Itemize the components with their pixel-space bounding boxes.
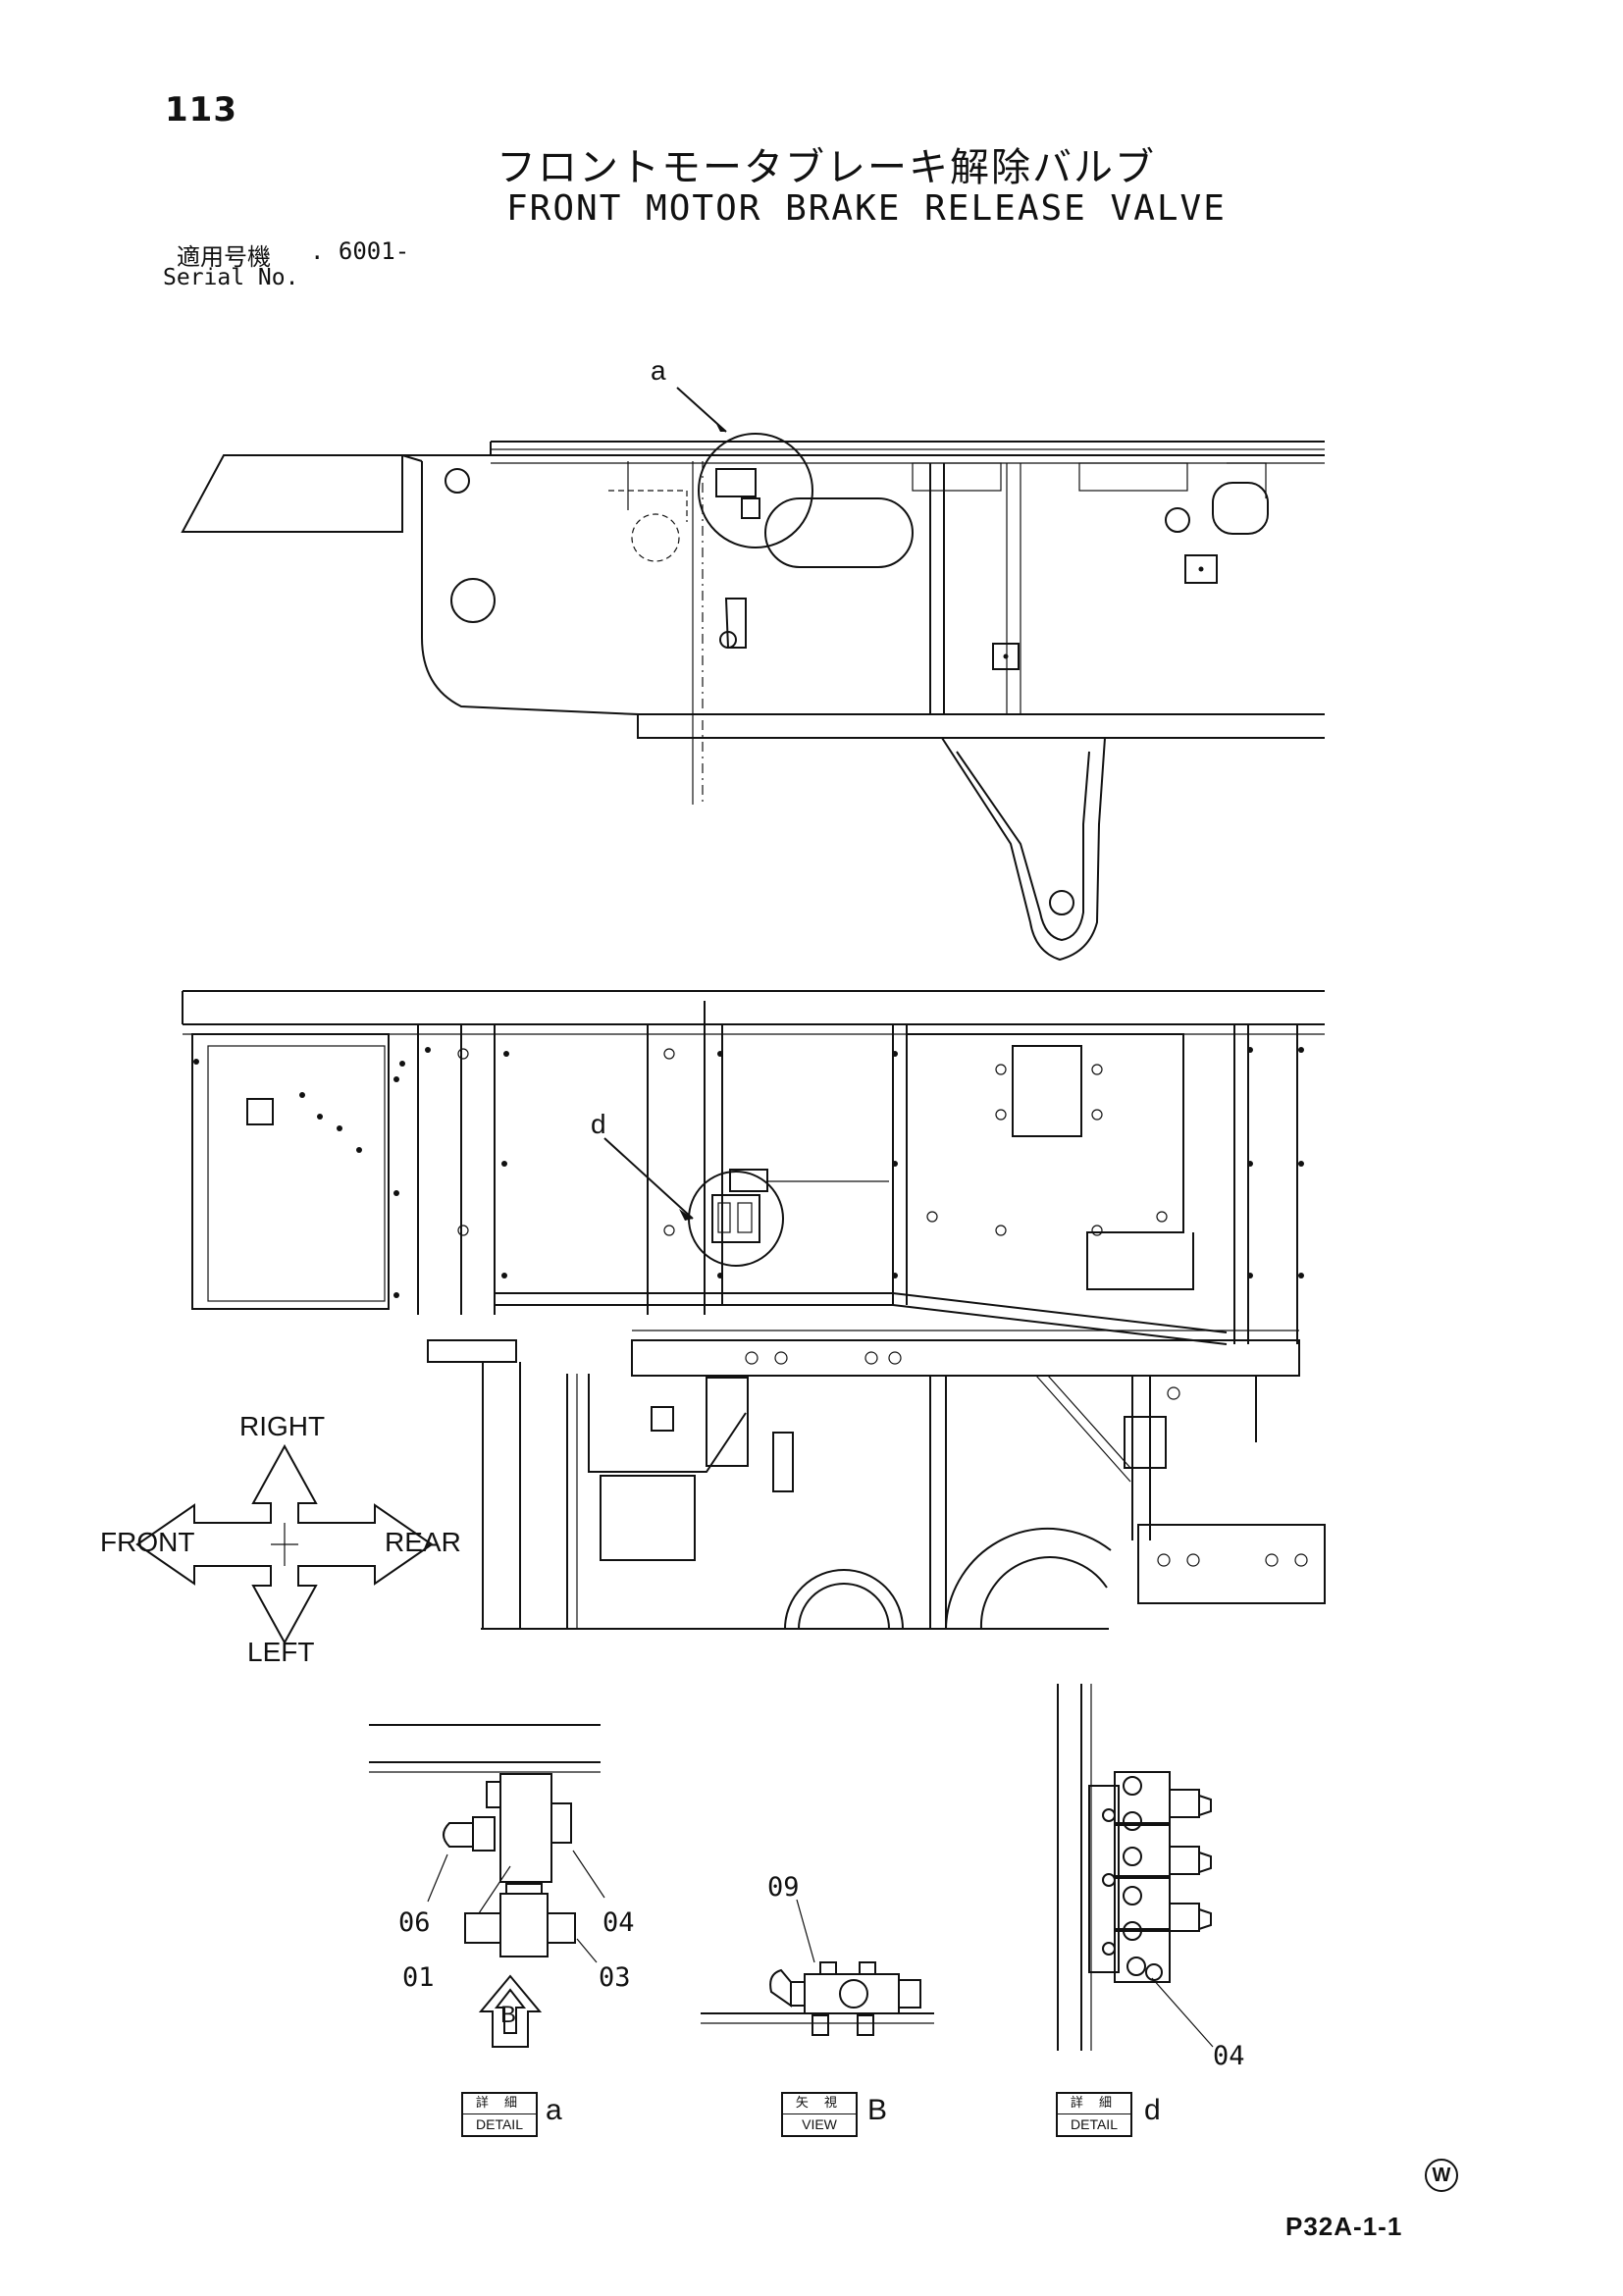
- compass-rear-label: REAR: [385, 1527, 461, 1557]
- callout-d-label: d: [591, 1109, 606, 1139]
- compass-left-label: LEFT: [247, 1637, 315, 1667]
- compass-right-label: RIGHT: [239, 1411, 326, 1441]
- detail-a-tag-en: DETAIL: [476, 2116, 523, 2132]
- orientation-compass: [135, 1443, 434, 1645]
- serial-number: . 6001-: [310, 237, 410, 265]
- view-b-tag-en: VIEW: [802, 2116, 837, 2132]
- top-view-frame: [181, 387, 1325, 962]
- detail-d-tag-en: DETAIL: [1071, 2116, 1118, 2132]
- part-label-04-detail-d: 04: [1213, 2041, 1245, 2071]
- part-label-03: 03: [599, 1962, 631, 1993]
- detail-a-drawing: [369, 1724, 605, 2048]
- compass-front-label: FRONT: [100, 1527, 195, 1557]
- serial-label-english: Serial No.: [163, 265, 299, 290]
- view-arrow-letter: B: [500, 2002, 517, 2028]
- view-b-drawing: [701, 1899, 934, 2036]
- side-view-frame: [182, 990, 1326, 1630]
- detail-a-tag: 詳 細 DETAIL: [461, 2092, 538, 2137]
- view-b-tag: 矢 視 VIEW: [781, 2092, 858, 2137]
- title-japanese: フロントモータブレーキ解除バルブ: [497, 145, 1156, 190]
- reference-code: P32A-1-1: [1285, 2212, 1403, 2241]
- part-label-01: 01: [402, 1962, 435, 1993]
- detail-d-letter: d: [1144, 2094, 1161, 2126]
- detail-a-letter: a: [546, 2094, 562, 2126]
- detail-d-tag: 詳 細 DETAIL: [1056, 2092, 1132, 2137]
- title-english: FRONT MOTOR BRAKE RELEASE VALVE: [506, 188, 1227, 229]
- callout-a-label: a: [651, 355, 666, 386]
- part-label-09: 09: [767, 1872, 800, 1903]
- detail-a-tag-jp: 詳 細: [463, 2094, 536, 2114]
- part-label-06: 06: [398, 1907, 431, 1938]
- detail-d-tag-jp: 詳 細: [1058, 2094, 1130, 2114]
- view-b-letter: B: [867, 2094, 888, 2126]
- serial-label-japanese: 適用号機: [177, 243, 271, 271]
- page-number: 113: [165, 90, 237, 130]
- detail-d-drawing: [1057, 1684, 1214, 2051]
- view-b-tag-jp: 矢 視: [783, 2094, 856, 2114]
- part-label-04: 04: [602, 1907, 635, 1938]
- corner-mark: W: [1425, 2159, 1458, 2192]
